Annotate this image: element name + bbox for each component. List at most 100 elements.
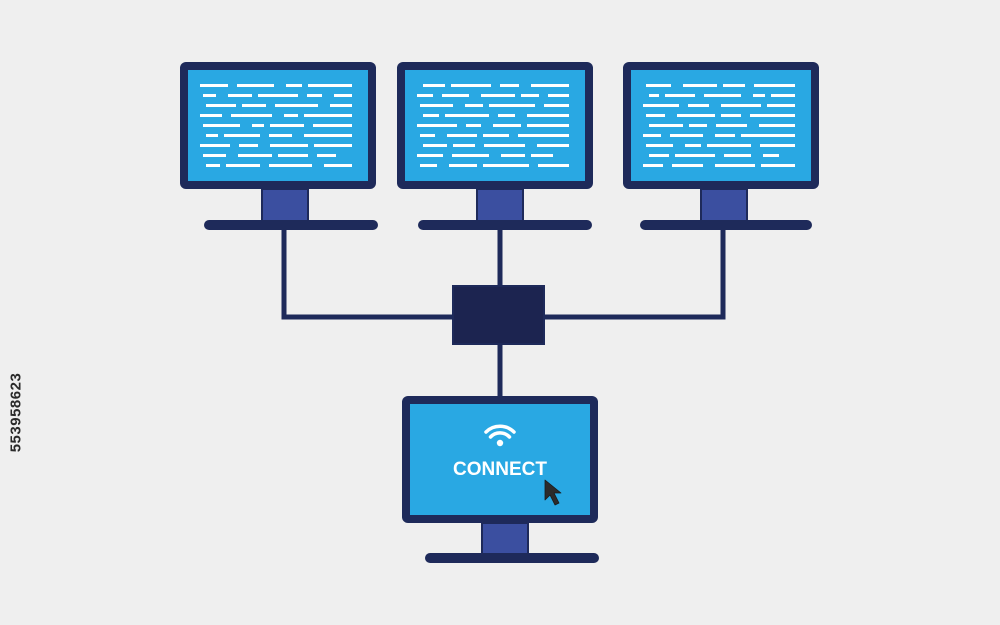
wifi-icon: [484, 424, 516, 447]
text-lines: [200, 84, 352, 167]
text-line: [483, 164, 529, 167]
text-line: [270, 144, 308, 147]
cable-right: [540, 223, 726, 320]
text-line: [200, 144, 230, 147]
text-line: [754, 84, 795, 87]
cable-left: [281, 223, 457, 320]
text-line: [643, 134, 661, 137]
monitor-screen: [410, 404, 590, 515]
text-line: [237, 84, 274, 87]
client-monitor: CONNECT: [402, 396, 599, 563]
text-line: [683, 84, 717, 87]
text-line: [447, 134, 477, 137]
text-line: [715, 134, 735, 137]
text-line: [417, 124, 457, 127]
text-line: [537, 144, 569, 147]
text-line: [771, 94, 795, 97]
text-line: [334, 94, 352, 97]
text-line: [548, 94, 569, 97]
text-line: [417, 154, 443, 157]
text-line: [442, 94, 469, 97]
text-line: [688, 104, 709, 107]
text-line: [466, 124, 481, 127]
text-line: [200, 114, 222, 117]
text-line: [670, 134, 703, 137]
stock-id-label: 553958623: [4, 312, 28, 512]
text-line: [278, 154, 308, 157]
monitor-base: [204, 220, 378, 230]
text-line: [423, 144, 447, 147]
monitor-neck: [481, 522, 529, 557]
text-line: [643, 164, 663, 167]
text-line: [646, 114, 665, 117]
text-line: [453, 144, 475, 147]
text-line: [228, 94, 252, 97]
text-line: [643, 104, 679, 107]
text-line: [498, 114, 515, 117]
monitor-neck: [261, 188, 309, 223]
text-line: [242, 104, 266, 107]
text-line: [330, 104, 352, 107]
text-line: [707, 144, 751, 147]
text-line: [723, 84, 745, 87]
monitor-center: [397, 62, 593, 230]
text-line: [269, 134, 292, 137]
network-switch: [452, 285, 545, 345]
text-line: [417, 94, 433, 97]
text-line: [270, 124, 304, 127]
network-cables: [281, 223, 726, 400]
monitor-left: [180, 62, 378, 230]
text-line: [206, 134, 218, 137]
text-line: [314, 144, 352, 147]
text-lines: [417, 84, 569, 167]
text-line: [518, 134, 569, 137]
text-lines: [643, 84, 795, 167]
monitor-base: [640, 220, 812, 230]
text-line: [501, 154, 525, 157]
text-line: [239, 144, 258, 147]
text-line: [324, 164, 352, 167]
monitor-neck: [476, 188, 524, 223]
text-line: [753, 94, 765, 97]
text-line: [286, 84, 302, 87]
text-line: [481, 94, 515, 97]
stock-id-text: 553958623: [7, 372, 25, 452]
text-line: [423, 114, 439, 117]
text-line: [252, 124, 264, 127]
text-line: [203, 124, 240, 127]
connect-button[interactable]: CONNECT: [453, 459, 547, 480]
text-line: [527, 114, 569, 117]
cursor-arrow-icon: [544, 479, 562, 506]
text-line: [761, 164, 795, 167]
text-line: [226, 164, 260, 167]
text-line: [307, 94, 322, 97]
text-line: [313, 124, 352, 127]
text-line: [724, 154, 751, 157]
text-line: [750, 114, 795, 117]
monitor-base: [418, 220, 592, 230]
text-line: [672, 164, 703, 167]
text-line: [420, 164, 437, 167]
text-line: [649, 124, 683, 127]
text-line: [716, 124, 747, 127]
text-line: [721, 104, 761, 107]
text-line: [483, 134, 509, 137]
text-line: [269, 164, 312, 167]
text-line: [308, 84, 352, 87]
text-line: [760, 144, 795, 147]
text-line: [284, 114, 298, 117]
text-line: [258, 94, 298, 97]
text-line: [759, 124, 795, 127]
text-line: [544, 104, 569, 107]
text-line: [203, 154, 226, 157]
text-line: [531, 154, 553, 157]
text-line: [649, 94, 659, 97]
text-line: [449, 164, 477, 167]
text-line: [275, 104, 318, 107]
text-line: [238, 154, 272, 157]
text-line: [527, 124, 569, 127]
text-line: [675, 154, 715, 157]
text-line: [521, 94, 539, 97]
text-line: [489, 104, 535, 107]
